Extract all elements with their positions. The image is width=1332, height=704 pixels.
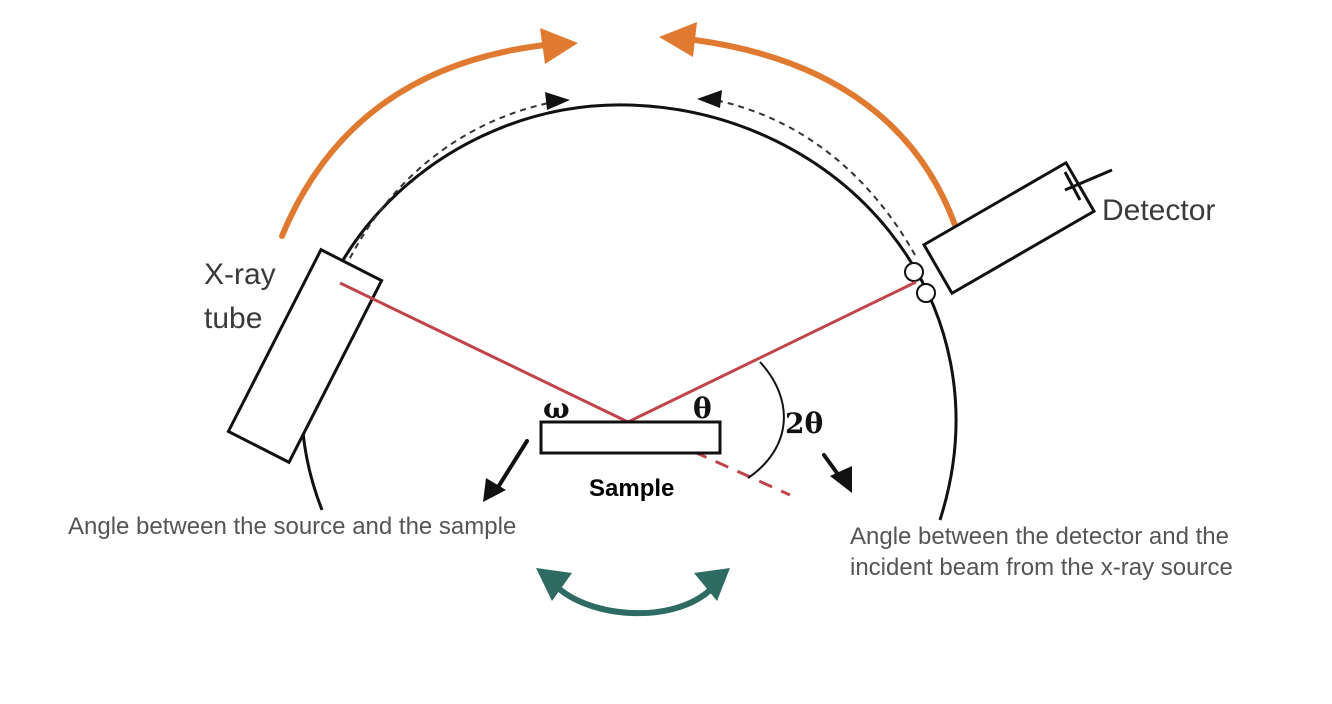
omega-pointer-arrow: [493, 439, 529, 494]
two-theta-label: 2θ: [785, 407, 823, 440]
xray-tube: [226, 247, 384, 465]
detector-rotation-arrowhead: [697, 90, 722, 108]
detector-label: Detector: [1102, 194, 1215, 227]
orange-arc-right: [692, 37, 958, 228]
incident-beam: [339, 281, 629, 424]
diffracted-beam: [627, 280, 917, 424]
source-rotation-dashed-arrow: [344, 99, 566, 269]
detector-slit-top: [904, 262, 924, 282]
sample-slab: [539, 420, 722, 455]
xray-tube-label-line2: tube: [204, 302, 262, 335]
caption-detector-angle-line1: Angle between the detector and the: [850, 523, 1229, 550]
omega-label: ω: [543, 392, 570, 425]
detector-slit-bottom: [916, 283, 936, 303]
sample-label: Sample: [589, 475, 674, 502]
two-theta-arc: [747, 361, 785, 479]
orange-arrowhead-right: [659, 22, 697, 57]
omega-pointer-arrowhead: [483, 478, 506, 502]
detector-rotation-dashed-arrow: [704, 97, 916, 256]
xray-tube-label-line1: X-ray: [204, 258, 276, 291]
detector-box: [921, 160, 1113, 296]
two-theta-pointer-arrowhead: [830, 466, 852, 493]
source-rotation-arrowhead: [545, 92, 570, 110]
caption-detector-angle-line2: incident beam from the x-ray source: [850, 554, 1233, 581]
teal-arrowhead-left: [536, 568, 572, 601]
orange-arrowhead-left: [540, 28, 578, 64]
caption-source-sample-angle: Angle between the source and the sample: [68, 513, 516, 540]
orange-arc-left: [279, 42, 548, 239]
teal-arrowhead-right: [694, 568, 730, 601]
teal-double-arrow: [552, 582, 718, 617]
theta-label: θ: [693, 392, 712, 425]
